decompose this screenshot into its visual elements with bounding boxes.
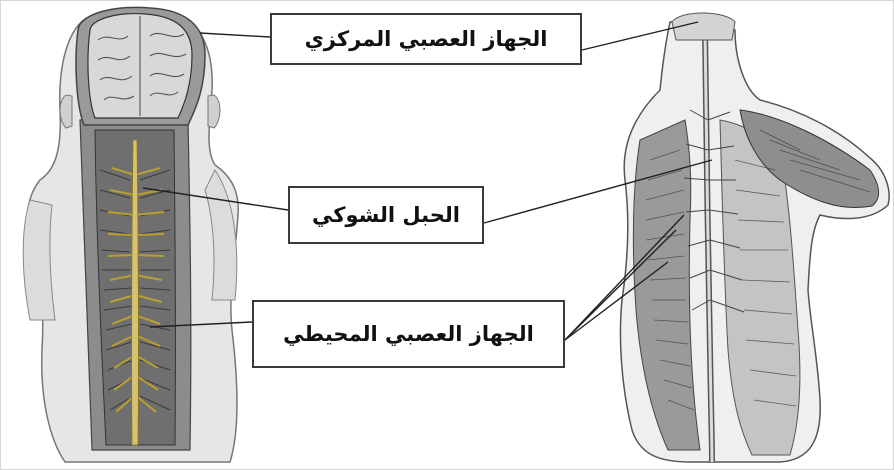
peripheral-nervous-system-label: الجهاز العصبي المحيطي [252, 300, 565, 368]
infant-anatomy-figure [23, 7, 238, 462]
spinal-cord-label: الحبل الشوكي [288, 186, 484, 244]
central-nervous-system-label: الجهاز العصبي المركزي [270, 13, 582, 65]
adult-back-anatomy-figure [620, 13, 889, 462]
